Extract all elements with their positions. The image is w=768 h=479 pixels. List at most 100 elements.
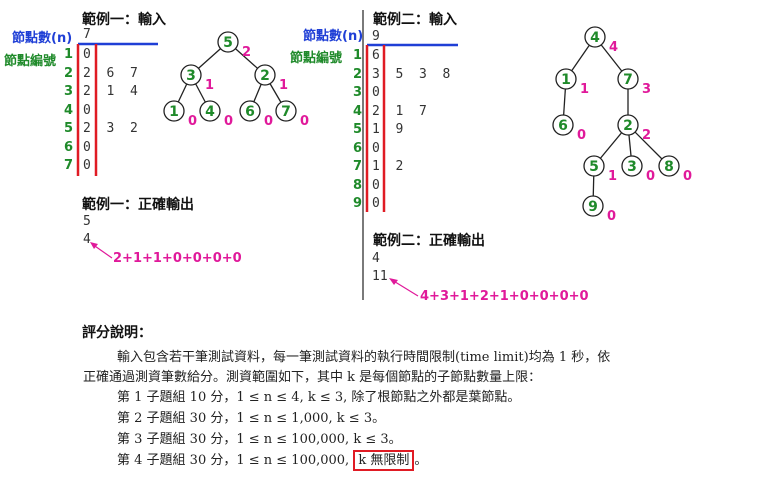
example2-output-title: 範例二：正確輸出 bbox=[373, 233, 485, 249]
example2-tree-node bbox=[582, 195, 604, 217]
example2-tree-node-height: 4 bbox=[609, 40, 618, 55]
scoring-paragraph-line-2: 正確通過測資筆數給分。測資範圍如下，其中 k 是每個節點的子節點數量上限： bbox=[83, 370, 542, 385]
example2-tree-node bbox=[584, 26, 606, 48]
example2-tree-node-label: 2 bbox=[623, 118, 633, 134]
example1-row-values: 0 bbox=[83, 102, 91, 118]
example1-tree-node-label: 2 bbox=[260, 68, 270, 84]
example1-tree-node-label: 3 bbox=[186, 68, 196, 84]
example1-row-id: 2 bbox=[63, 65, 73, 81]
example2-tree-node bbox=[658, 155, 680, 177]
example2-tree-node bbox=[555, 68, 577, 90]
example1-tree-node bbox=[199, 100, 221, 122]
example1-tree-node bbox=[275, 100, 297, 122]
example1-tree-node-label: 4 bbox=[205, 104, 215, 120]
example1-row-id: 6 bbox=[63, 139, 73, 155]
example1-label-n: 節點數(n) bbox=[12, 31, 73, 46]
example2-tree-node-label: 1 bbox=[561, 72, 571, 88]
subtask-3: 第 3 子題組 30 分，1 ≤ n ≤ 100,000, k ≤ 3。 bbox=[117, 432, 402, 447]
example1-row-id: 1 bbox=[63, 47, 73, 62]
example2-row-values: 1 2 bbox=[372, 159, 404, 174]
example2-row-id: 3 bbox=[352, 85, 362, 100]
example2-tree-node-label: 8 bbox=[664, 159, 674, 175]
example2-output-line-1: 4 bbox=[372, 251, 380, 266]
example1-tree-node-height: 0 bbox=[224, 114, 233, 129]
example1-tree-node-height: 0 bbox=[188, 114, 197, 129]
example2-row-values: 0 bbox=[372, 177, 380, 193]
example1-tree-node-height: 1 bbox=[279, 78, 288, 93]
example2-row-id: 2 bbox=[352, 66, 362, 82]
example2-row-id: 9 bbox=[352, 196, 362, 211]
example2-tree-node-height: 1 bbox=[608, 169, 617, 184]
example2-tree-node-height: 0 bbox=[577, 128, 586, 143]
example2-sum-annotation: 4+3+1+2+1+0+0+0+0 bbox=[420, 289, 589, 304]
example2-row-values: 1 9 bbox=[372, 122, 404, 137]
example1-arrow bbox=[90, 242, 113, 259]
subtask-4-prefix: 第 4 子題組 30 分，1 ≤ n ≤ 100,000, bbox=[117, 453, 354, 468]
example2-tree-node-height: 1 bbox=[580, 82, 589, 97]
example2-tree-node-label: 3 bbox=[627, 159, 637, 175]
example2-tree-node-height: 2 bbox=[642, 128, 651, 143]
example1-tree-node bbox=[217, 31, 239, 53]
example2-row-values: 0 bbox=[372, 140, 380, 156]
example2-row-id: 6 bbox=[352, 140, 362, 156]
example2-tree-node-label: 5 bbox=[589, 159, 599, 175]
example2-tree-node bbox=[617, 114, 639, 136]
subtask-4: 第 4 子題組 30 分，1 ≤ n ≤ 100,000, k 無限制。 bbox=[117, 449, 428, 471]
example1-row-values: 0 bbox=[83, 139, 91, 155]
example2-tree-node-label: 6 bbox=[558, 118, 568, 134]
example2-tree-node bbox=[583, 155, 605, 177]
example1-tree-node-label: 7 bbox=[281, 104, 291, 120]
example2-row-id: 7 bbox=[352, 159, 362, 174]
example1-tree-node-label: 1 bbox=[169, 104, 179, 120]
example2-row-values: 2 1 7 bbox=[372, 103, 427, 119]
example1-row-values: 0 bbox=[83, 47, 91, 62]
example1-output-line-2: 4 bbox=[83, 232, 91, 247]
example1-sum-annotation: 2+1+1+0+0+0+0 bbox=[113, 251, 242, 266]
example1-row-id: 5 bbox=[63, 121, 73, 136]
example1-label-node-id: 節點編號 bbox=[4, 54, 57, 69]
example2-output-line-2: 11 bbox=[372, 269, 388, 284]
example2-row-id: 1 bbox=[352, 48, 362, 63]
example1-n-value: 7 bbox=[83, 27, 91, 42]
example2-tree-node-height: 0 bbox=[646, 169, 655, 184]
example2-input-title: 範例二：輸入 bbox=[373, 12, 457, 28]
example2-arrow bbox=[389, 278, 419, 297]
example1-tree-node-height: 0 bbox=[264, 114, 273, 129]
example2-tree-node-height: 3 bbox=[642, 82, 651, 97]
example2-row-values: 0 bbox=[372, 196, 380, 211]
example1-row-values: 2 3 2 bbox=[83, 121, 138, 136]
example1-row-id: 3 bbox=[63, 84, 73, 99]
example2-tree-node-label: 9 bbox=[588, 199, 598, 215]
example2-row-values: 0 bbox=[372, 85, 380, 100]
example1-tree-node-height: 1 bbox=[205, 78, 214, 93]
scoring-paragraph-line-1: 輸入包含若干筆測試資料，每一筆測試資料的執行時間限制(time limit)均為… bbox=[117, 350, 611, 365]
example2-row-id: 8 bbox=[352, 177, 362, 193]
example1-row-id: 7 bbox=[63, 158, 73, 173]
example1-tree-node-label: 6 bbox=[245, 104, 255, 120]
example2-tree-node-height: 0 bbox=[683, 169, 692, 184]
subtask-2: 第 2 子題組 30 分，1 ≤ n ≤ 1,000, k ≤ 3。 bbox=[117, 411, 386, 426]
example1-output-title: 範例一：正確輸出 bbox=[82, 197, 194, 213]
example1-tree-node bbox=[163, 100, 185, 122]
example2-row-id: 5 bbox=[352, 122, 362, 137]
example2-tree-node bbox=[617, 68, 639, 90]
example1-row-values: 2 1 4 bbox=[83, 84, 138, 99]
example2-label-node-id: 節點編號 bbox=[290, 51, 343, 66]
example2-n-value: 9 bbox=[372, 29, 380, 44]
subtask-1: 第 1 子題組 10 分，1 ≤ n ≤ 4, k ≤ 3, 除了根節點之外都是… bbox=[117, 390, 521, 405]
scoring-title: 評分說明： bbox=[82, 325, 152, 341]
example1-input-title: 範例一：輸入 bbox=[82, 12, 166, 28]
example2-tree-node-label: 7 bbox=[623, 72, 633, 88]
example1-row-values: 0 bbox=[83, 158, 91, 173]
example2-row-id: 4 bbox=[352, 103, 362, 119]
subtask-4-suffix: 。 bbox=[414, 453, 428, 468]
example2-tree-node bbox=[621, 155, 643, 177]
example2-row-values: 6 bbox=[372, 48, 380, 63]
example1-tree-node bbox=[239, 100, 261, 122]
example2-row-values: 3 5 3 8 bbox=[372, 66, 451, 82]
example1-row-id: 4 bbox=[63, 102, 73, 118]
example1-tree-node-label: 5 bbox=[223, 35, 233, 51]
